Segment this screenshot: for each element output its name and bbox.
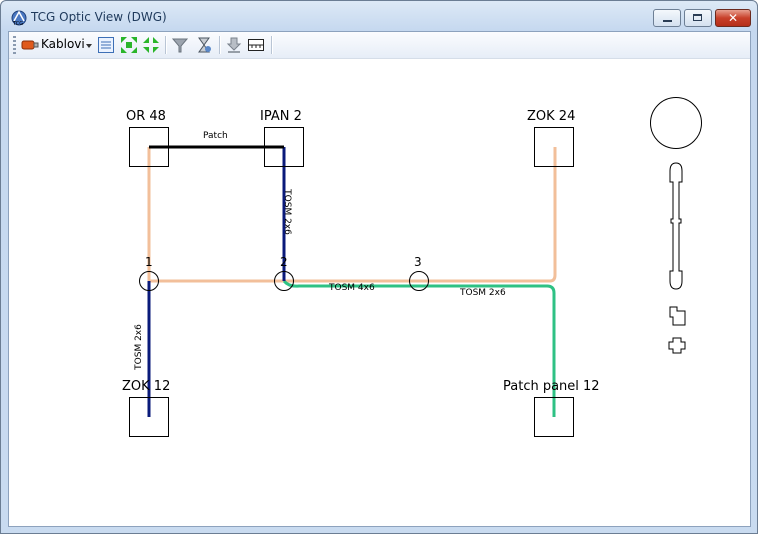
zoom-extents-icon[interactable]	[119, 35, 139, 55]
list-view-icon[interactable]	[97, 35, 115, 55]
junction-label-1: 1	[145, 255, 153, 269]
filter-icon[interactable]	[171, 35, 189, 55]
toolbar-separator	[271, 36, 273, 54]
ruler-icon[interactable]	[247, 35, 265, 55]
cable-icon	[21, 40, 39, 50]
node-box-zok12[interactable]	[129, 397, 169, 437]
minimize-icon	[663, 20, 672, 22]
node-box-patch12[interactable]	[534, 397, 574, 437]
kablovi-label: Kablovi	[41, 37, 85, 51]
junction-3[interactable]	[409, 271, 429, 291]
minimize-button[interactable]	[653, 9, 681, 27]
node-box-ipan2[interactable]	[264, 127, 304, 167]
node-label-zok12: ZOK 12	[122, 379, 171, 394]
node-box-or48[interactable]	[129, 127, 169, 167]
toolbar-separator	[219, 36, 221, 54]
download-icon[interactable]	[225, 35, 243, 55]
junction-1[interactable]	[139, 271, 159, 291]
window-title: TCG Optic View (DWG)	[31, 10, 167, 24]
junction-label-2: 2	[280, 255, 288, 269]
cable-label-patch: Patch	[203, 131, 228, 141]
connector-shape-icon[interactable]	[669, 306, 686, 326]
chevron-down-icon	[86, 44, 92, 48]
close-icon: ✕	[727, 11, 739, 25]
circle-shape-icon[interactable]	[650, 97, 702, 149]
hourglass-icon[interactable]	[195, 35, 213, 55]
cable-green[interactable]	[282, 279, 556, 417]
client-area: Kablovi	[8, 31, 751, 527]
zoom-fit-icon[interactable]	[141, 35, 161, 55]
title-bar[interactable]: TCG TCG Optic View (DWG) ✕	[1, 1, 757, 31]
node-label-ipan2: IPAN 2	[260, 109, 302, 124]
cable-label-tosm-2x6: TOSM 2x6	[460, 288, 506, 298]
maximize-icon	[693, 14, 702, 21]
junction-label-3: 3	[414, 255, 422, 269]
app-logo-icon: TCG	[11, 10, 27, 27]
drawing-canvas[interactable]: OR 48 IPAN 2 ZOK 24 ZOK 12 Patch panel 1…	[9, 59, 750, 526]
maximize-button[interactable]	[684, 9, 712, 27]
kablovi-dropdown[interactable]: Kablovi	[19, 35, 95, 55]
cable-label-tosm-4x6: TOSM 4x6	[329, 283, 375, 293]
diagram-svg	[139, 97, 702, 417]
node-label-patch12: Patch panel 12	[503, 379, 600, 394]
node-label-zok24: ZOK 24	[527, 109, 576, 124]
node-label-or48: OR 48	[126, 109, 166, 124]
node-box-zok24[interactable]	[534, 127, 574, 167]
cross-shape-icon[interactable]	[668, 337, 686, 354]
svg-text:TCG: TCG	[12, 21, 23, 27]
cable-label-tosm-zok12: TOSM 2x6	[133, 324, 144, 370]
toolbar: Kablovi	[9, 32, 750, 59]
close-button[interactable]: ✕	[715, 9, 751, 27]
slider-shape-icon[interactable]	[669, 162, 683, 290]
cable-label-tosm-ipan: TOSM 2x6	[281, 189, 292, 235]
toolbar-grip[interactable]	[13, 36, 16, 54]
cable-peach[interactable]	[147, 147, 557, 283]
junction-2[interactable]	[274, 271, 294, 291]
toolbar-separator	[165, 36, 167, 54]
